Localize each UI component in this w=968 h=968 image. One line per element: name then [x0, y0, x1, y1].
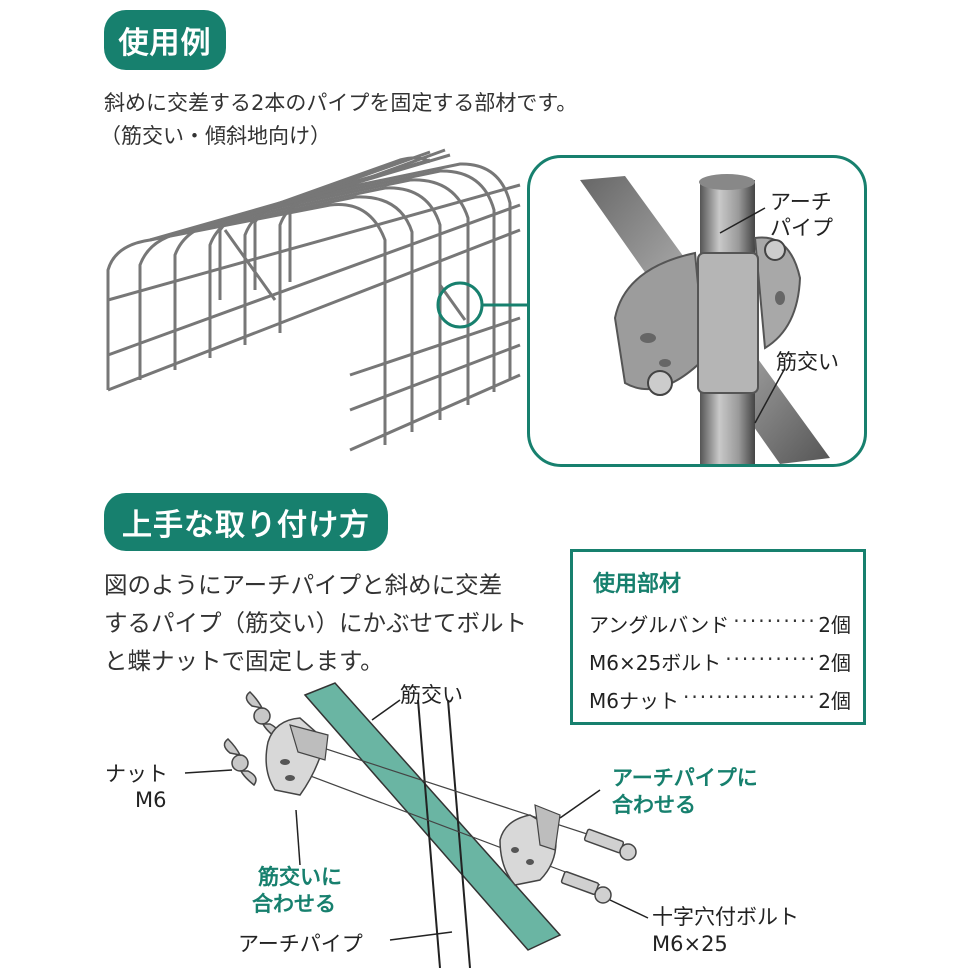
leader-dots: ·················· — [725, 647, 818, 671]
installation-description-line1: 図のようにアーチパイプと斜めに交差 — [104, 571, 503, 599]
assembly-label-match-brace-line1: 筋交いに — [258, 865, 342, 889]
angle-band-closeup-illustration — [580, 174, 830, 464]
detail-label-arch-line2: パイプ — [770, 216, 833, 240]
assembly-label-nut-line1: ナット — [105, 762, 168, 786]
detail-label-brace: 筋交い — [776, 350, 839, 374]
parts-item-name: M6×25ボルト — [589, 651, 722, 675]
assembly-label-bolt-line1: 十字穴付ボルト — [652, 905, 799, 929]
usage-description-line2: （筋交い・傾斜地向け） — [100, 124, 331, 148]
parts-item-qty: 2個 — [818, 613, 851, 637]
usage-description-line1: 斜めに交差する2本のパイプを固定する部材です。 — [104, 91, 578, 115]
parts-item-qty: 2個 — [818, 651, 851, 675]
parts-item-name: アングルバンド — [589, 613, 730, 637]
parts-list-box: 使用部材 アングルバンド ·················· 2個 M6×25… — [570, 549, 866, 725]
parts-item-qty: 2個 — [818, 689, 851, 713]
parts-item: M6ナット ·························· 2個 — [589, 685, 851, 714]
assembly-label-bolt-line2: M6×25 — [652, 932, 728, 956]
section-title-usage: 使用例 — [104, 10, 226, 70]
parts-item: M6×25ボルト ·················· 2個 — [589, 647, 851, 676]
section-title-installation: 上手な取り付け方 — [104, 493, 388, 551]
assembly-label-match-arch-line2: 合わせる — [612, 793, 696, 817]
assembly-label-arch-pipe: アーチパイプ — [238, 932, 363, 956]
assembly-label-brace: 筋交い — [400, 683, 463, 707]
parts-list-title: 使用部材 — [593, 572, 682, 597]
parts-item-name: M6ナット — [589, 689, 679, 713]
installation-description-line3: と蝶ナットで固定します。 — [104, 647, 384, 675]
leader-dots: ·························· — [682, 685, 818, 709]
leader-dots: ·················· — [733, 609, 818, 633]
detail-closeup-box: アーチ パイプ 筋交い — [527, 155, 867, 467]
assembly-label-match-arch-line1: アーチパイプに — [612, 766, 758, 790]
assembly-label-match-brace-line2: 合わせる — [252, 892, 336, 916]
detail-label-arch-line1: アーチ — [770, 190, 832, 214]
parts-item: アングルバンド ·················· 2個 — [589, 609, 851, 638]
assembly-label-nut-line2: M6 — [135, 788, 167, 812]
installation-description-line2: するパイプ（筋交い）にかぶせてボルト — [104, 609, 527, 637]
